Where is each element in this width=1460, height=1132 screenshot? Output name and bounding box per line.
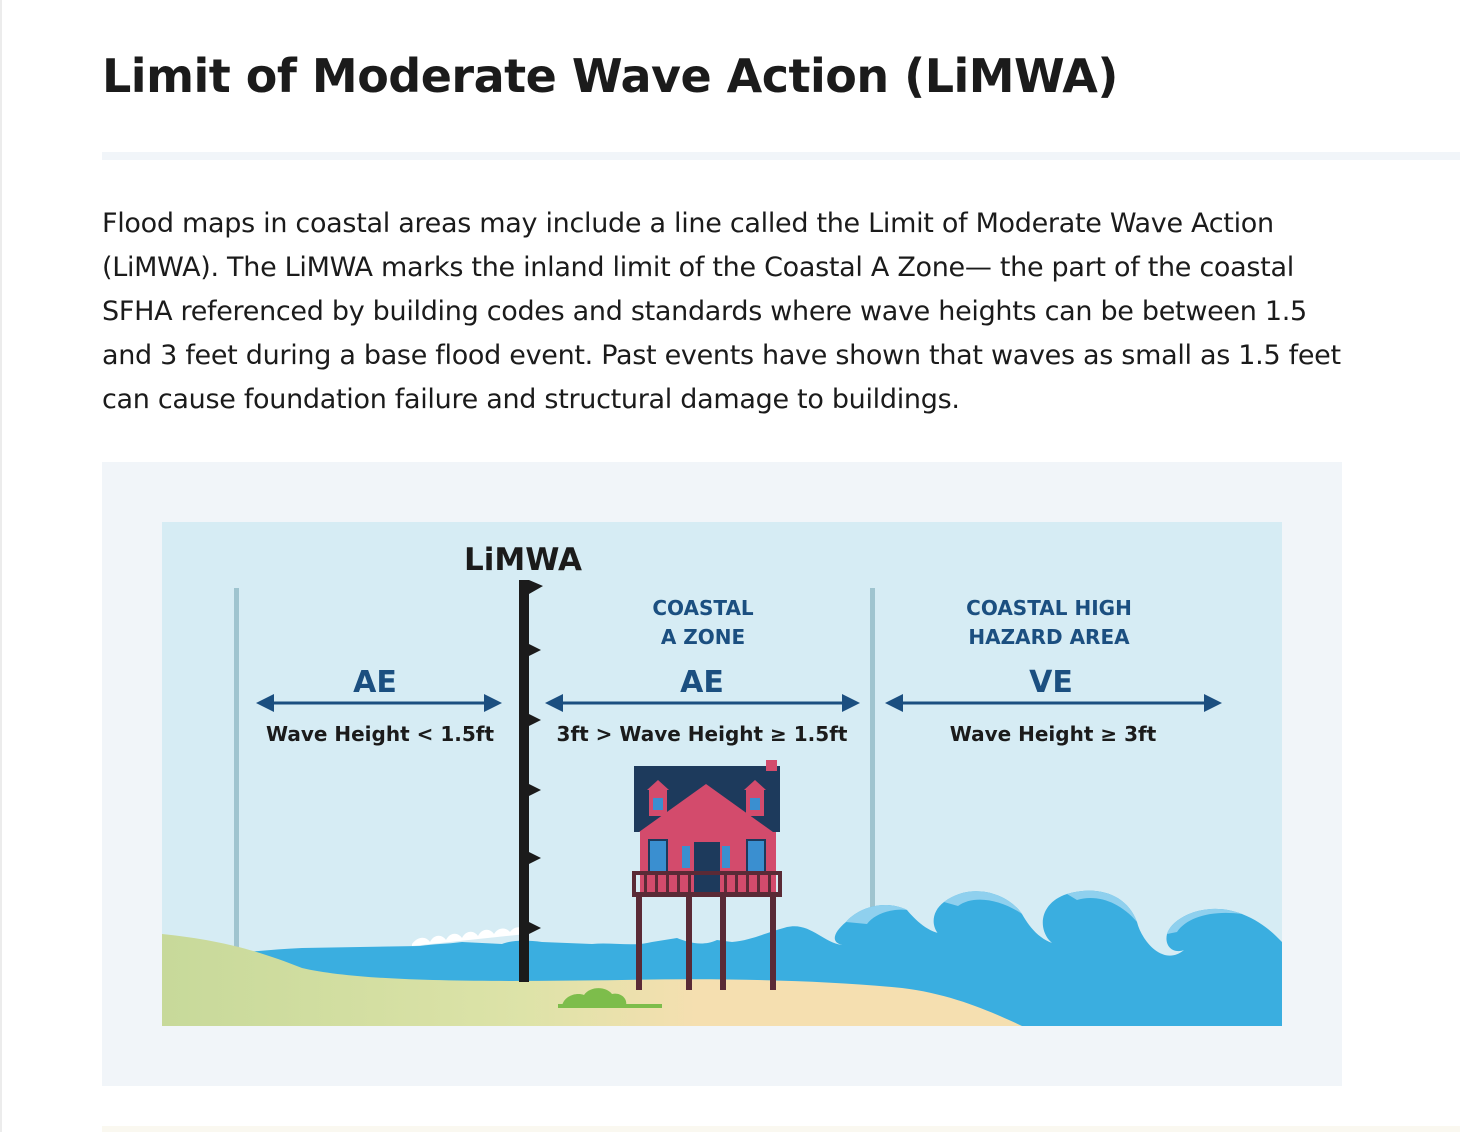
limwa-pole-ticks: [529, 644, 541, 934]
zone-3-double-arrow-icon: [885, 694, 1222, 712]
zone-3-header-line1: COASTAL HIGH: [966, 596, 1132, 620]
left-border: [0, 0, 2, 1132]
wave-crest-4: [1167, 908, 1242, 934]
house-on-piles-icon: [632, 760, 782, 990]
zone-3-code: VE: [1029, 665, 1073, 700]
limwa-label: LiMWA: [464, 542, 582, 578]
zone-3-wave-height: Wave Height ≥ 3ft: [950, 722, 1157, 746]
inland-boundary-line: [234, 588, 239, 962]
zone-1-double-arrow-icon: [256, 694, 502, 712]
zone-3-header-line2: HAZARD AREA: [968, 625, 1130, 649]
bush-base: [558, 1004, 662, 1008]
page-title: Limit of Moderate Wave Action (LiMWA): [102, 49, 1118, 103]
ground: [162, 934, 1022, 1026]
intro-paragraph: Flood maps in coastal areas may include …: [102, 208, 1341, 415]
zone-1-code: AE: [353, 665, 397, 700]
wave-crest-3: [1067, 890, 1137, 922]
ve-boundary-line: [870, 588, 875, 984]
title-divider: [102, 152, 1460, 160]
wave-crest-2: [944, 891, 1022, 914]
limwa-flag-top: [529, 580, 543, 594]
zone-2-header-line1: COASTAL: [652, 596, 754, 620]
bush-icon: [562, 988, 627, 1006]
zone-2-code: AE: [680, 665, 724, 700]
limwa-pole: [519, 580, 529, 982]
wave-crest-1: [846, 905, 907, 924]
zone-1-wave-height: Wave Height < 1.5ft: [266, 722, 494, 746]
zone-2-wave-height: 3ft > Wave Height ≥ 1.5ft: [557, 722, 848, 746]
zone-2-header-line2: A ZONE: [661, 625, 745, 649]
small-ripples: [412, 927, 526, 946]
zone-2-double-arrow-icon: [545, 694, 860, 712]
bottom-divider: [102, 1126, 1460, 1132]
limwa-diagram: LiMWA AE Wave Height < 1.5ft COASTAL A Z…: [162, 522, 1282, 1026]
